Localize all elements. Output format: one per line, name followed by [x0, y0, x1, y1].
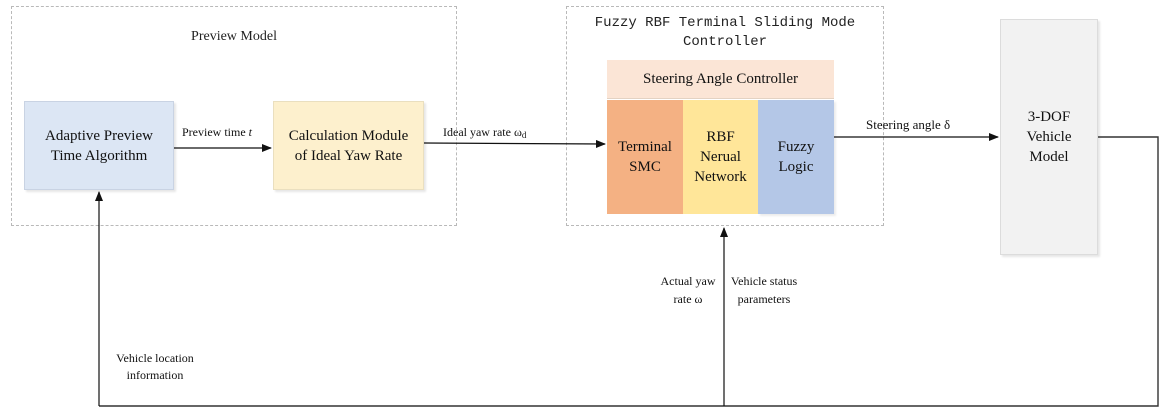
- vehicle-location-label: Vehicle location information: [110, 351, 200, 383]
- rbf-line3: Network: [694, 169, 747, 185]
- steering-angle-controller-label: Steering Angle Controller: [643, 71, 798, 87]
- vehicle-location-line1: Vehicle location: [116, 351, 194, 365]
- fuzzy-logic-line1: Fuzzy: [777, 139, 815, 155]
- feedback-loop-line: [99, 136, 1159, 407]
- ideal-yaw-rate-arrow: [423, 139, 606, 148]
- calculation-module-block[interactable]: Calculation Module of Ideal Yaw Rate: [273, 101, 424, 190]
- adaptive-preview-block[interactable]: Adaptive Preview Time Algorithm: [24, 101, 174, 190]
- controller-title: Fuzzy RBF Terminal Sliding Mode Controll…: [566, 14, 884, 52]
- actual-yaw-line1: Actual yaw: [660, 274, 716, 288]
- steering-angle-controller-header[interactable]: Steering Angle Controller: [607, 60, 834, 99]
- preview-time-symbol: t: [248, 125, 252, 139]
- adaptive-preview-line2: Time Algorithm: [50, 147, 148, 164]
- vehicle-model-line3: Model: [1029, 149, 1069, 165]
- adaptive-preview-line1: Adaptive Preview: [45, 127, 153, 144]
- preview-model-title: Preview Model: [191, 29, 277, 44]
- ideal-yaw-rate-label: Ideal yaw rate ωd: [443, 125, 526, 143]
- vehicle-model-block[interactable]: 3-DOF Vehicle Model: [1000, 19, 1098, 255]
- actual-yaw-rate-label: Actual yaw rate ω: [656, 274, 720, 307]
- rbf-line2: Nerual: [700, 149, 741, 165]
- terminal-smc-block[interactable]: Terminal SMC: [607, 100, 683, 214]
- vehicle-model-line2: Vehicle: [1026, 129, 1072, 145]
- controller-title-line1: Fuzzy RBF Terminal Sliding Mode: [594, 15, 856, 31]
- controller-group: [566, 6, 884, 226]
- calculation-module-line1: Calculation Module: [288, 127, 409, 144]
- vehicle-status-label: Vehicle status parameters: [728, 274, 800, 307]
- rbf-line1: RBF: [706, 129, 735, 145]
- ideal-yaw-rate-text: Ideal yaw rate ω: [443, 125, 522, 139]
- ideal-yaw-rate-subscript: d: [521, 130, 527, 140]
- vehicle-status-line2: parameters: [737, 292, 791, 306]
- preview-time-label: Preview time t: [182, 125, 252, 140]
- vehicle-location-line2: information: [126, 368, 184, 382]
- calculation-module-line2: of Ideal Yaw Rate: [294, 147, 403, 164]
- rbf-network-block[interactable]: RBF Nerual Network: [683, 100, 758, 214]
- controller-title-line2: Controller: [682, 34, 767, 50]
- vehicle-model-line1: 3-DOF: [1027, 109, 1071, 125]
- terminal-smc-line1: Terminal: [618, 139, 672, 155]
- preview-model-group: [11, 6, 457, 226]
- preview-time-text: Preview time: [182, 125, 249, 139]
- actual-yaw-line2: rate ω: [673, 292, 703, 306]
- fuzzy-logic-block[interactable]: Fuzzy Logic: [758, 100, 834, 214]
- fuzzy-logic-line2: Logic: [778, 159, 814, 175]
- vehicle-status-line1: Vehicle status: [730, 274, 798, 288]
- steering-angle-label: Steering angle δ: [866, 117, 951, 132]
- terminal-smc-line2: SMC: [629, 159, 661, 175]
